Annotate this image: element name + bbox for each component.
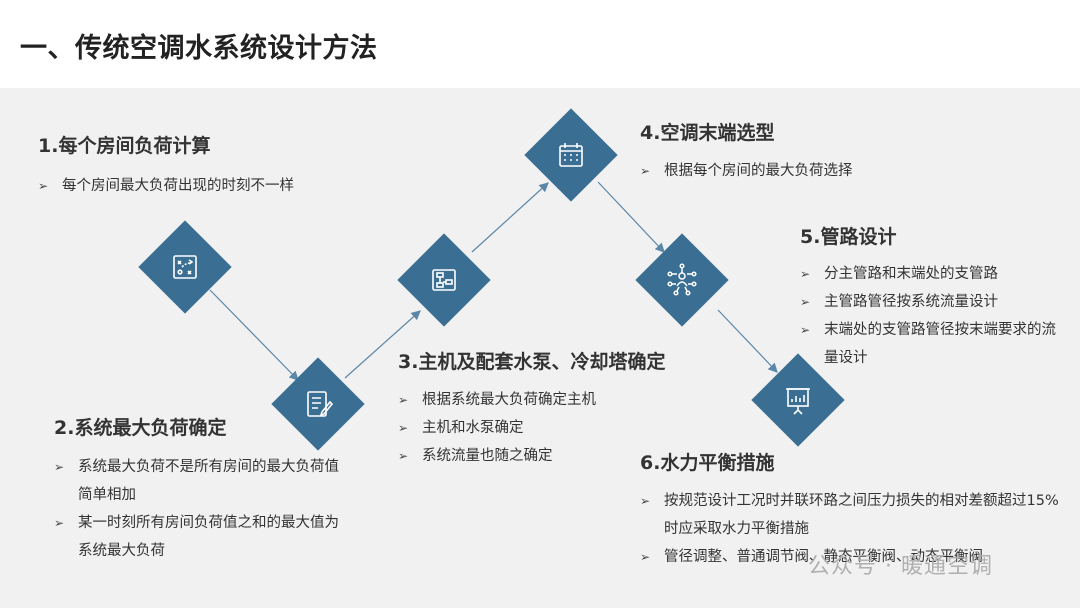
strategy-board-icon (165, 247, 205, 287)
step-3-heading: 3.主机及配套水泵、冷却塔确定 (398, 351, 666, 373)
bullet-text: 系统最大负荷不是所有房间的最大负荷值简单相加 (78, 459, 339, 503)
bullet-text: 主管路管径按系统流量设计 (824, 294, 998, 310)
bullet-text: 分主管路和末端处的支管路 (824, 266, 998, 282)
list-item: ➢ 某一时刻所有房间负荷值之和的最大值为系统最大负荷 (54, 509, 344, 565)
step-6-heading: 6.水力平衡措施 (640, 452, 775, 474)
step-2-heading: 2.系统最大负荷确定 (54, 417, 227, 439)
bullet-arrow-icon: ➢ (54, 460, 65, 474)
bullet-text: 系统流量也随之确定 (422, 448, 553, 464)
bullet-text: 末端处的支管路管径按末端要求的流量设计 (824, 322, 1056, 366)
step-6-bullets: ➢按规范设计工况时并联环路之间压力损失的相对差额超过15%时应采取水力平衡措施 … (640, 487, 1060, 571)
bullet-arrow-icon: ➢ (398, 393, 409, 407)
step-3-bullets: ➢ 根据系统最大负荷确定主机 ➢ 主机和水泵确定 ➢ 系统流量也随之确定 (398, 386, 658, 470)
step-2-bullets: ➢ 系统最大负荷不是所有房间的最大负荷值简单相加 ➢ 某一时刻所有房间负荷值之和的最… (54, 453, 344, 565)
list-item: ➢ 主管路管径按系统流量设计 (800, 288, 1062, 316)
list-item: ➢ 根据系统最大负荷确定主机 (398, 386, 658, 414)
bullet-text: 主机和水泵确定 (422, 420, 524, 436)
list-item: ➢ 根据每个房间的最大负荷选择 (640, 157, 920, 185)
list-item: ➢ 按规范设计工况时并联环路之间压力损失的相对差额超过15%时应采取水力平衡措施 (640, 487, 1060, 543)
bullet-arrow-icon: ➢ (54, 516, 65, 530)
bullet-arrow-icon: ➢ (38, 179, 49, 193)
bullet-arrow-icon: ➢ (398, 421, 409, 435)
connector-2-3 (344, 310, 421, 379)
bullet-arrow-icon: ➢ (640, 550, 651, 564)
step-1-heading: 1.每个房间负荷计算 (38, 135, 211, 157)
connector-3-4 (471, 182, 549, 253)
list-item: ➢ 管径调整、普通调节阀、静态平衡阀、动态平衡阀 (640, 543, 1060, 571)
network-hub-icon (662, 260, 702, 300)
connector-5-6 (717, 309, 778, 373)
list-item: ➢ 分主管路和末端处的支管路 (800, 260, 1062, 288)
checklist-icon (298, 384, 338, 424)
bullet-text: 每个房间最大负荷出现的时刻不一样 (62, 178, 294, 194)
step-5-bullets: ➢ 分主管路和末端处的支管路 ➢ 主管路管径按系统流量设计 ➢ 末端处的支管路管径按末… (800, 260, 1062, 372)
list-item: ➢ 末端处的支管路管径按末端要求的流量设计 (800, 316, 1062, 372)
step-1-bullets: ➢ 每个房间最大负荷出现的时刻不一样 (38, 172, 358, 200)
bullet-text: 管径调整、普通调节阀、静态平衡阀、动态平衡阀 (664, 549, 983, 565)
bullet-text: 某一时刻所有房间负荷值之和的最大值为系统最大负荷 (78, 515, 339, 559)
bullet-arrow-icon: ➢ (398, 449, 409, 463)
list-item: ➢ 每个房间最大负荷出现的时刻不一样 (38, 172, 358, 200)
list-item: ➢ 系统流量也随之确定 (398, 442, 658, 470)
content-panel (0, 88, 1080, 608)
list-item: ➢ 系统最大负荷不是所有房间的最大负荷值简单相加 (54, 453, 344, 509)
watermark: 公众号 · 暖通空调 (808, 554, 993, 579)
calendar-icon (551, 135, 591, 175)
list-item: ➢ 主机和水泵确定 (398, 414, 658, 442)
bullet-arrow-icon: ➢ (800, 267, 811, 281)
flowchart-icon (424, 260, 464, 300)
bullet-arrow-icon: ➢ (640, 164, 651, 178)
connector-1-2 (209, 289, 299, 381)
bullet-text: 根据系统最大负荷确定主机 (422, 392, 596, 408)
page-title: 一、传统空调水系统设计方法 (20, 33, 378, 64)
presentation-board-icon (778, 380, 818, 420)
bullet-text: 按规范设计工况时并联环路之间压力损失的相对差额超过15%时应采取水力平衡措施 (664, 493, 1059, 537)
bullet-text: 根据每个房间的最大负荷选择 (664, 163, 853, 179)
step-5-heading: 5.管路设计 (800, 226, 897, 248)
bullet-arrow-icon: ➢ (800, 323, 811, 337)
connector-4-5 (597, 181, 665, 253)
bullet-arrow-icon: ➢ (640, 494, 651, 508)
step-4-heading: 4.空调末端选型 (640, 122, 775, 144)
bullet-arrow-icon: ➢ (800, 295, 811, 309)
step-4-bullets: ➢ 根据每个房间的最大负荷选择 (640, 157, 920, 185)
